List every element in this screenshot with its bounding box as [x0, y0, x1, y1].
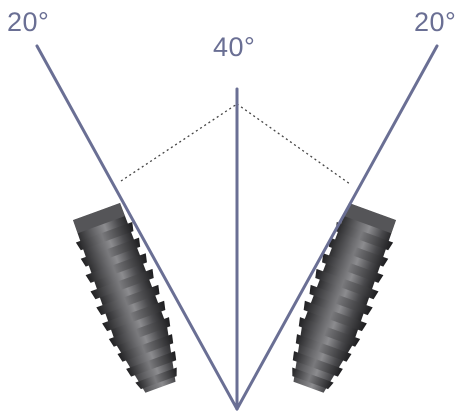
angle-line-left: [35, 44, 239, 411]
angle-line-right: [235, 44, 439, 411]
left-implant: [73, 202, 177, 393]
right-implant-threads: [292, 221, 394, 390]
angle-label-right: 20°: [414, 7, 457, 37]
dotted-line-left: [120, 103, 238, 182]
dotted-line-right: [236, 103, 351, 185]
left-implant-threads: [75, 221, 177, 390]
angle-label-left: 20°: [7, 7, 50, 37]
right-implant: [292, 202, 396, 393]
angle-label-center: 40°: [213, 32, 256, 62]
